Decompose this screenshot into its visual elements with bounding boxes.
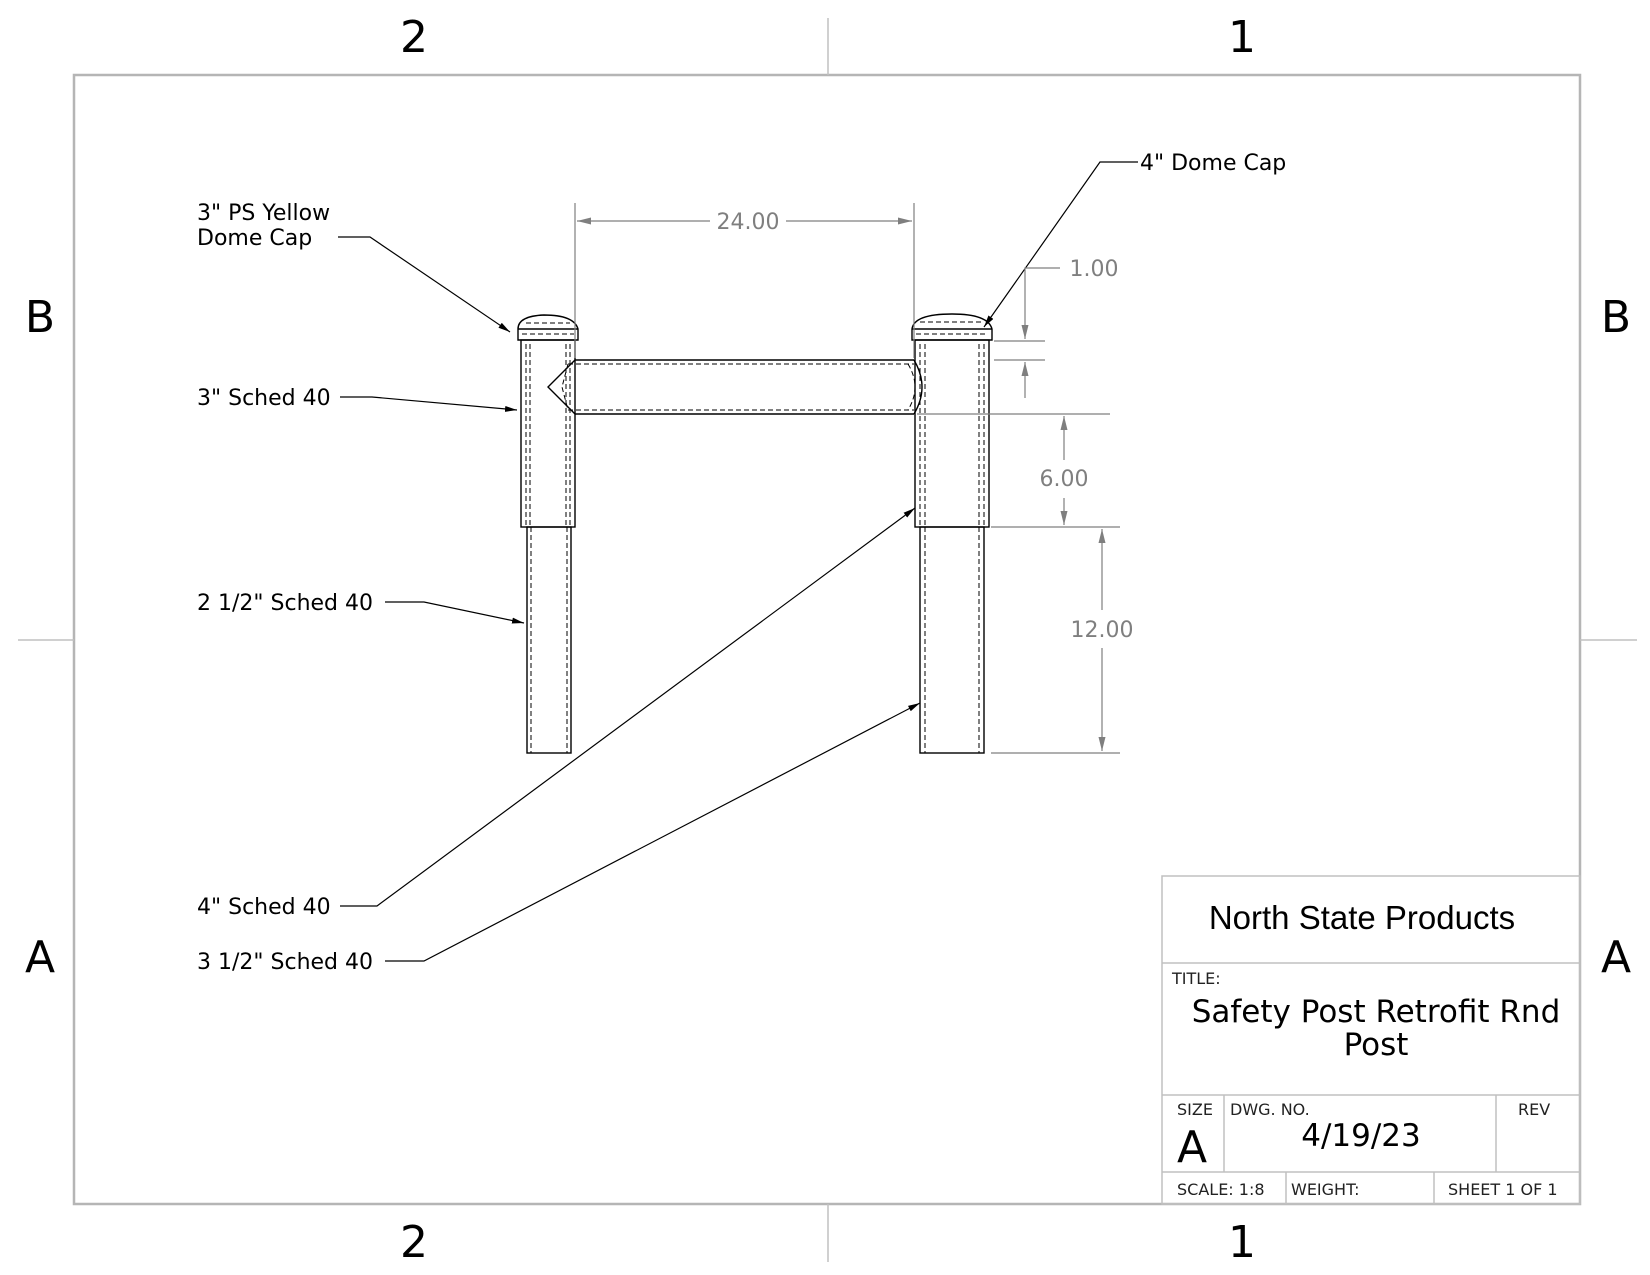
left-dome-cap xyxy=(517,314,579,341)
zone-label-bottom-2: 2 xyxy=(400,1217,428,1268)
right-4in-pipe xyxy=(914,339,990,528)
title-block xyxy=(1161,875,1581,1205)
dimension-width-value: 24.00 xyxy=(717,210,780,235)
left-2-5in-pipe xyxy=(526,526,572,754)
dimension-cap-offset xyxy=(994,267,1060,398)
dimension-insert xyxy=(991,529,1120,754)
callout-3in-sched: 3" Sched 40 xyxy=(197,386,331,411)
zone-label-top-1: 1 xyxy=(1228,12,1256,63)
sheet-frame xyxy=(18,18,1637,1262)
callout-leaders xyxy=(338,161,1138,962)
size-label: SIZE xyxy=(1177,1100,1213,1119)
dimension-insert-value: 12.00 xyxy=(1071,618,1134,643)
callout-large-cap: 4" Dome Cap xyxy=(1140,151,1286,176)
size-value: A xyxy=(1177,1122,1207,1173)
dimension-sleeve-value: 6.00 xyxy=(1040,467,1089,492)
callout-small-cap-line2: Dome Cap xyxy=(197,226,312,251)
sheet-field: SHEET 1 OF 1 xyxy=(1448,1180,1558,1199)
company-name: North State Products xyxy=(1209,899,1515,936)
drawing-title-line2: Post xyxy=(1344,1027,1409,1063)
zone-label-left-a: A xyxy=(25,932,55,983)
zone-label-left-b: B xyxy=(25,292,55,343)
dimension-cap-offset-value: 1.00 xyxy=(1070,257,1119,282)
horizontal-rail xyxy=(547,359,923,415)
callout-2-5in-sched: 2 1/2" Sched 40 xyxy=(197,591,373,616)
left-post xyxy=(517,314,579,754)
callout-4in-sched: 4" Sched 40 xyxy=(197,895,331,920)
zone-label-right-a: A xyxy=(1601,932,1631,983)
title-label: TITLE: xyxy=(1171,969,1221,988)
weight-field: WEIGHT: xyxy=(1291,1180,1359,1199)
scale-field: SCALE: 1:8 xyxy=(1177,1180,1265,1199)
callout-3-5in-sched: 3 1/2" Sched 40 xyxy=(197,950,373,975)
zone-label-top-2: 2 xyxy=(400,12,428,63)
right-3-5in-pipe xyxy=(919,526,985,754)
right-dome-cap xyxy=(911,313,993,341)
dimension-sleeve xyxy=(917,413,1120,528)
drawing-title-line1: Safety Post Retrofit Rnd xyxy=(1192,994,1561,1030)
zone-label-right-b: B xyxy=(1601,292,1631,343)
zone-label-bottom-1: 1 xyxy=(1228,1217,1256,1268)
right-post xyxy=(911,313,993,754)
rev-label: REV xyxy=(1518,1100,1550,1119)
callout-small-cap-line1: 3" PS Yellow xyxy=(197,201,330,226)
dimension-width xyxy=(574,203,915,358)
dwg-no-label: DWG. NO. xyxy=(1230,1100,1310,1119)
dwg-no-value: 4/19/23 xyxy=(1301,1118,1421,1154)
